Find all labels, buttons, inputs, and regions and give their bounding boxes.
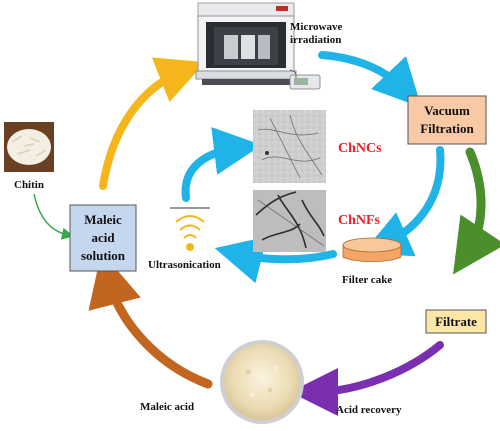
microwave-reactor-icon <box>195 2 321 90</box>
maleic-acid-powder-icon <box>220 340 304 424</box>
arrow-to-filtrate <box>453 147 500 275</box>
chitin-flakes-icon <box>4 122 54 172</box>
arrow-chitin-to-solution <box>33 193 74 240</box>
ultrasonication-label: Ultrasonication <box>148 259 221 271</box>
acid-recovery-label: Acid recovery <box>336 404 402 416</box>
chncs-label: ChNCs <box>338 141 382 156</box>
arrow-to-filter-cake <box>362 146 445 257</box>
maleic-box-line2: acid <box>91 230 115 245</box>
arrow-to-vacuum <box>318 51 422 108</box>
maleic-box-line3: solution <box>81 248 126 263</box>
arrow-to-nanomaterials <box>181 127 262 202</box>
tem-image-chncs <box>253 110 326 183</box>
vacuum-filtration-box: Vacuum Filtration <box>407 95 487 145</box>
tem-image-chnfs <box>253 190 326 252</box>
maleic-acid-label: Maleic acid <box>140 401 194 413</box>
maleic-acid-solution-box: Maleic acid solution <box>69 204 137 272</box>
arrow-acid-recovery <box>290 341 444 416</box>
arrow-to-ultrasonication <box>214 236 337 284</box>
microwave-label-line2: irradiation <box>290 34 341 46</box>
ultrasound-wave-icon <box>170 207 210 251</box>
vacuum-label-line2: Filtration <box>420 121 474 136</box>
chnfs-label: ChNFs <box>338 213 381 228</box>
vacuum-label-line1: Vacuum <box>424 103 470 118</box>
filter-cake-label: Filter cake <box>342 274 392 286</box>
arrow-to-microwave <box>99 57 206 190</box>
filter-cake-icon <box>342 237 402 263</box>
filtrate-label: Filtrate <box>435 314 477 329</box>
microwave-label-line1: Microwave <box>290 21 342 33</box>
filtrate-box: Filtrate <box>425 309 487 334</box>
arrow-to-maleic-solution <box>88 251 213 389</box>
maleic-box-line1: Maleic <box>84 212 122 227</box>
chitin-label: Chitin <box>14 179 44 191</box>
